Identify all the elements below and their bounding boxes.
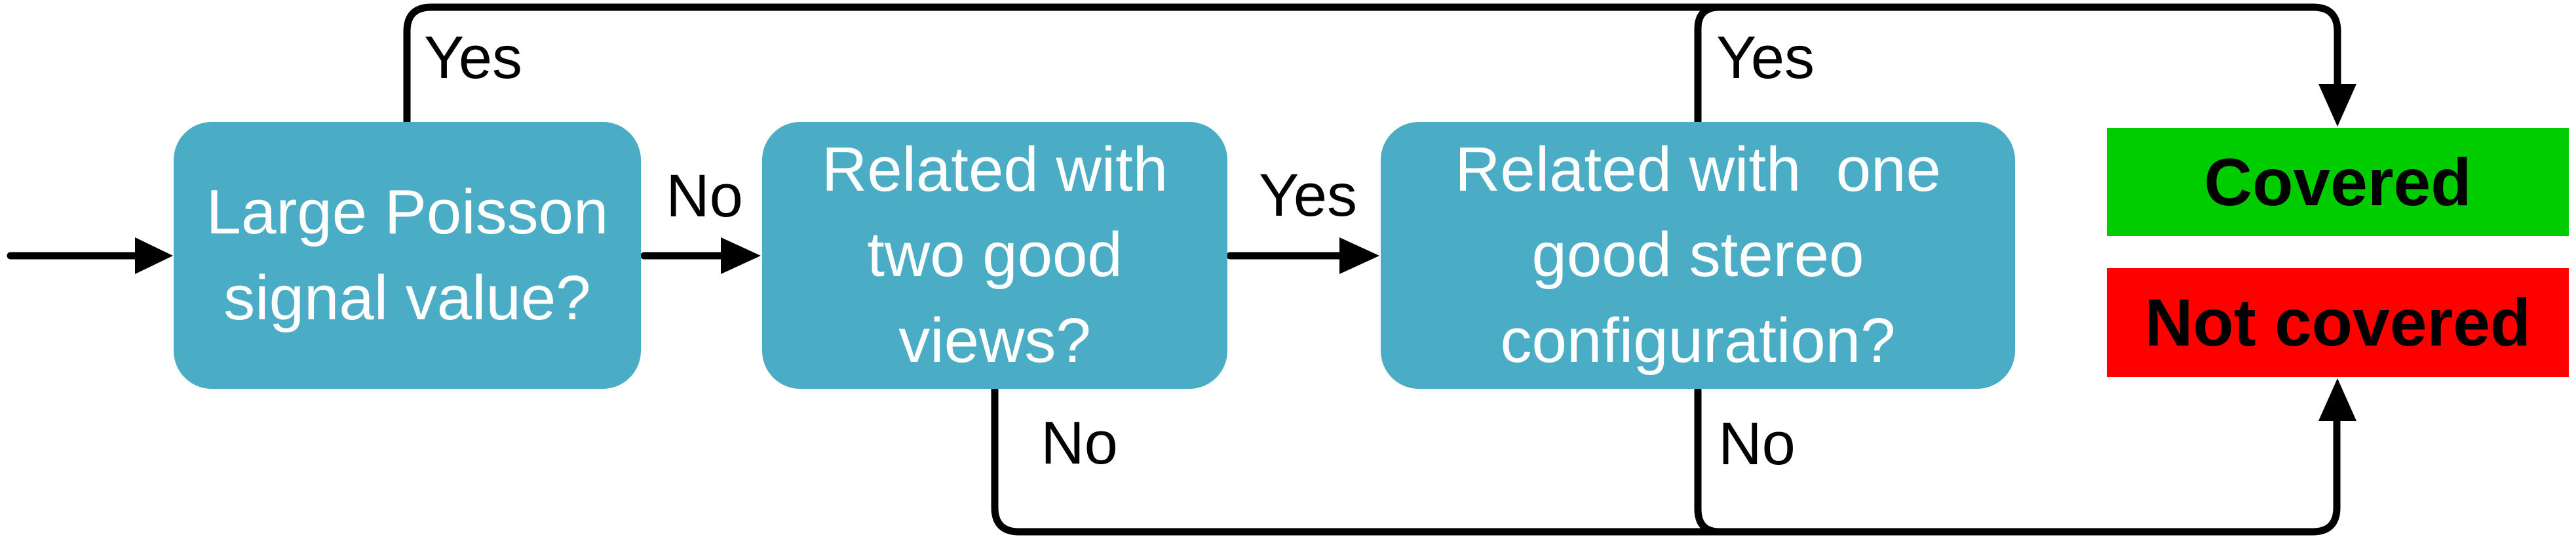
edge-label-q3-yes: Yes — [1716, 24, 1815, 91]
edge-label-q1-no: No — [666, 163, 743, 229]
edge-label-q2-yes: Yes — [1258, 162, 1358, 229]
node-two-good-views-label: Related with two good views? — [821, 134, 1168, 376]
edge-q2-to-notcovered-line — [991, 386, 2341, 536]
arrowhead-q1-to-q2 — [721, 237, 761, 274]
edge-label-q1-yes: Yes — [423, 24, 523, 91]
node-stereo-configuration-question: Related with one good stereo configurati… — [1381, 122, 2015, 389]
edge-label-q3-no: No — [1718, 410, 1796, 477]
edge-q3-to-notcovered-line — [1694, 386, 1723, 536]
node-two-good-views-question: Related with two good views? — [762, 122, 1227, 389]
node-covered-result: Covered — [2107, 128, 2569, 236]
node-large-poisson-label: Large Poisson signal value? — [206, 176, 609, 333]
node-covered-label: Covered — [2204, 144, 2472, 220]
node-large-poisson-question: Large Poisson signal value? — [174, 122, 641, 389]
node-stereo-configuration-label: Related with one good stereo configurati… — [1455, 134, 1941, 376]
node-not-covered-label: Not covered — [2144, 285, 2531, 360]
edge-label-q2-no: No — [1041, 410, 1118, 477]
edge-q1-to-covered-line — [403, 3, 2341, 127]
arrowhead-into-covered — [2318, 84, 2356, 127]
node-not-covered-result: Not covered — [2107, 268, 2569, 377]
edge-q3-to-covered-line — [1694, 3, 1723, 127]
arrowhead-start-to-q1 — [135, 237, 173, 274]
arrowhead-q2-to-q3 — [1339, 237, 1379, 274]
arrowhead-into-notcovered — [2318, 378, 2356, 421]
